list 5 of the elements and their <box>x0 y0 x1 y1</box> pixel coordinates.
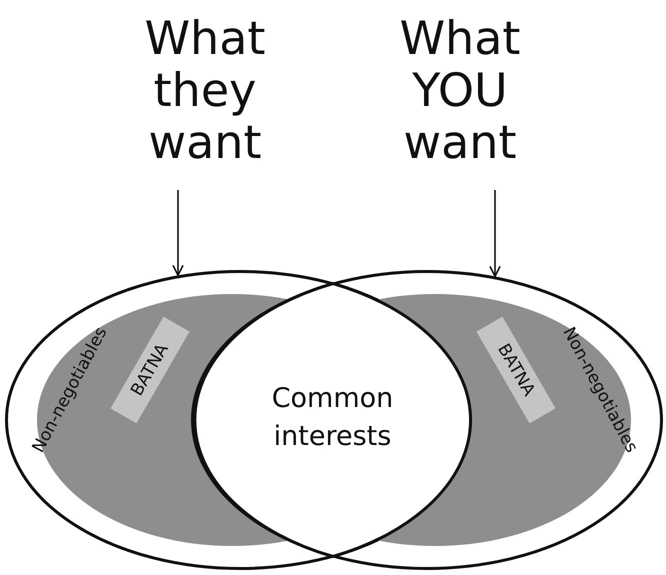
arrow <box>489 190 501 278</box>
region-label: Common interests <box>270 382 394 454</box>
heading: What YOU want <box>375 12 545 172</box>
arrow <box>172 190 184 276</box>
heading: What they want <box>120 12 290 172</box>
